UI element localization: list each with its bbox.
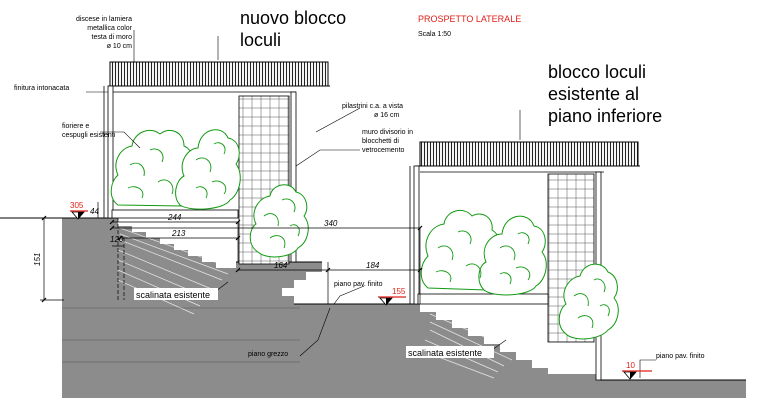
dim-184: 184 <box>366 261 380 270</box>
new-block-roof <box>109 61 329 87</box>
annotation-notes: discese in lamiera metallica color testa… <box>14 16 705 360</box>
note-pilastrini-2: ø 16 cm <box>374 112 399 119</box>
note-piano-pav-2: piano pav. finito <box>656 353 705 360</box>
existing-block-title-line1: blocco loculi <box>548 62 646 82</box>
dimension-lines <box>40 202 423 304</box>
existing-block-title-line3: piano inferiore <box>548 106 662 126</box>
new-block-title-line2: loculi <box>240 30 281 50</box>
dim-213: 213 <box>171 229 186 238</box>
drawing-scale: Scala 1:50 <box>418 31 451 38</box>
note-muro-1: muro divisorio in <box>362 129 413 136</box>
dim-120: 120 <box>110 235 124 244</box>
dim-151: 151 <box>33 253 42 266</box>
note-pilastrini-1: pilastrini c.a. a vista <box>342 103 403 110</box>
note-fioriere-2: cespugli esistenti <box>62 132 116 139</box>
dim-44: 44 <box>90 207 99 216</box>
level-marker-305 <box>70 210 88 220</box>
stair-label-lower: scalinata esistente <box>406 346 494 358</box>
lower-shrubs <box>420 209 619 340</box>
block-titles: nuovo blocco loculi blocco loculi esiste… <box>240 8 662 126</box>
level-marker-10 <box>622 370 652 380</box>
dim-244: 244 <box>167 213 182 222</box>
note-discese-4: ø 10 cm <box>107 43 132 50</box>
note-piano-pav-1: piano pav. finito <box>334 281 383 288</box>
stair-label-lower-text: scalinata esistente <box>408 348 482 358</box>
dim-164: 164 <box>274 261 288 270</box>
new-block-title-line1: nuovo blocco <box>240 8 346 28</box>
level-10: 10 <box>626 361 635 370</box>
note-discese-2: metallica color <box>87 25 132 32</box>
stair-label-upper: scalinata esistente <box>134 288 218 300</box>
dimension-values: 244 340 213 120 44 151 164 184 <box>33 207 380 270</box>
level-marker-155 <box>378 296 406 306</box>
note-muro-2: blocchetti di <box>362 138 399 145</box>
existing-block-roof <box>419 141 639 167</box>
note-piano-grezzo: piano grezzo <box>248 351 288 358</box>
existing-block-title-line2: esistente al <box>548 84 639 104</box>
note-finitura: finitura intonacata <box>14 85 69 92</box>
note-discese-3: testa di moro <box>92 34 133 41</box>
level-155: 155 <box>392 287 406 296</box>
level-305: 305 <box>70 201 84 210</box>
stair-label-upper-text: scalinata esistente <box>136 290 210 300</box>
level-values: 305 155 10 <box>70 201 635 370</box>
note-muro-3: vetrocemento <box>362 147 405 154</box>
note-fioriere-1: fioriere e <box>62 123 89 130</box>
drawing-title: PROSPETTO LATERALE <box>418 14 521 24</box>
drawing-header: PROSPETTO LATERALE Scala 1:50 <box>418 14 521 38</box>
dim-340: 340 <box>324 219 338 228</box>
upper-shrubs <box>110 129 309 258</box>
note-discese-1: discese in lamiera <box>76 16 132 23</box>
